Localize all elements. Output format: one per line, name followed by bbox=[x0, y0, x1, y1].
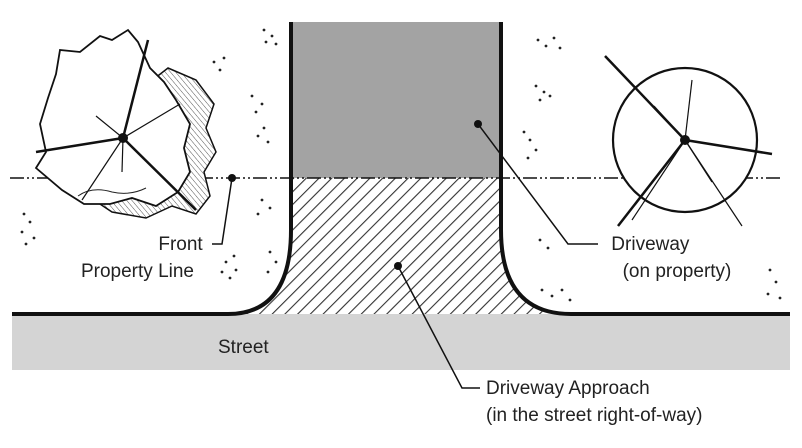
approach-label-line2: (in the street right-of-way) bbox=[486, 405, 702, 426]
leader-front-property-line bbox=[212, 174, 236, 245]
leader-driveway bbox=[474, 120, 598, 245]
approach-label-line1: Driveway Approach bbox=[486, 378, 650, 399]
driveway-approach-area bbox=[228, 178, 571, 314]
irregular-canopy-tree-icon bbox=[34, 28, 217, 219]
driveway-label: Driveway (on property) bbox=[611, 234, 731, 282]
street-label: Street bbox=[218, 337, 269, 358]
driveway-right-edge bbox=[499, 22, 790, 316]
driveway-approach-label: Driveway Approach (in the street right-o… bbox=[486, 378, 702, 426]
round-canopy-tree-icon bbox=[604, 55, 773, 227]
street-area bbox=[12, 314, 790, 370]
ground-stipple bbox=[20, 28, 782, 302]
driveway-left-edge bbox=[12, 22, 293, 316]
front-property-line-label: Front Property Line bbox=[81, 234, 208, 282]
driveway-label-line1: Driveway bbox=[611, 234, 690, 255]
leader-driveway-approach bbox=[394, 262, 480, 389]
front-label-line1: Front bbox=[158, 234, 203, 255]
front-label-line2: Property Line bbox=[81, 261, 194, 282]
driveway-on-property bbox=[291, 22, 501, 178]
driveway-label-line2: (on property) bbox=[623, 261, 732, 282]
